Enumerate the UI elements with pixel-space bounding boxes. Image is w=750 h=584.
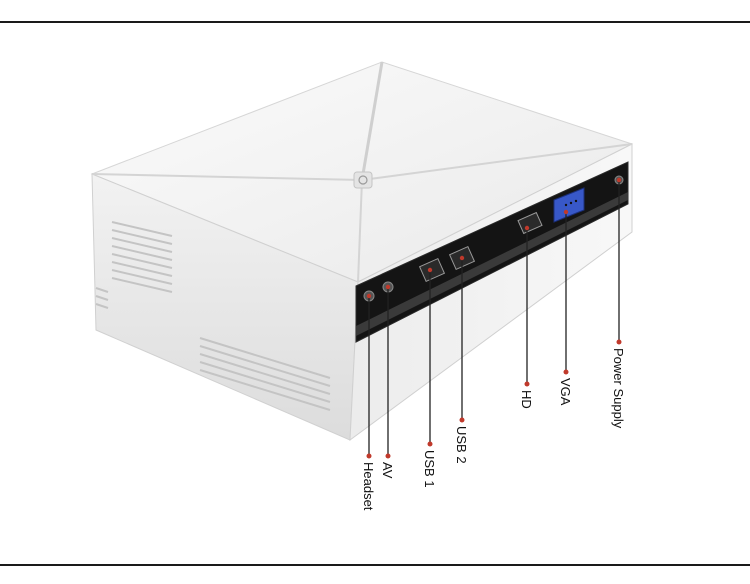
bottom-divider [0,564,750,566]
vga-label: VGA [558,378,573,406]
hd-label: HD [519,390,534,409]
usb1-label: USB 1 [422,450,437,488]
power-supply-label: Power Supply [611,348,626,429]
power-button-icon [353,171,373,189]
vga-port [553,187,585,223]
headset-label: Headset [361,462,376,511]
side-vent-lower [199,337,331,411]
top-divider [0,21,750,23]
side-vent-upper [111,221,173,293]
av-label: AV [380,462,395,479]
hd-port [517,211,543,235]
usb2-label: USB 2 [454,426,469,464]
side-vent-left [95,287,109,309]
